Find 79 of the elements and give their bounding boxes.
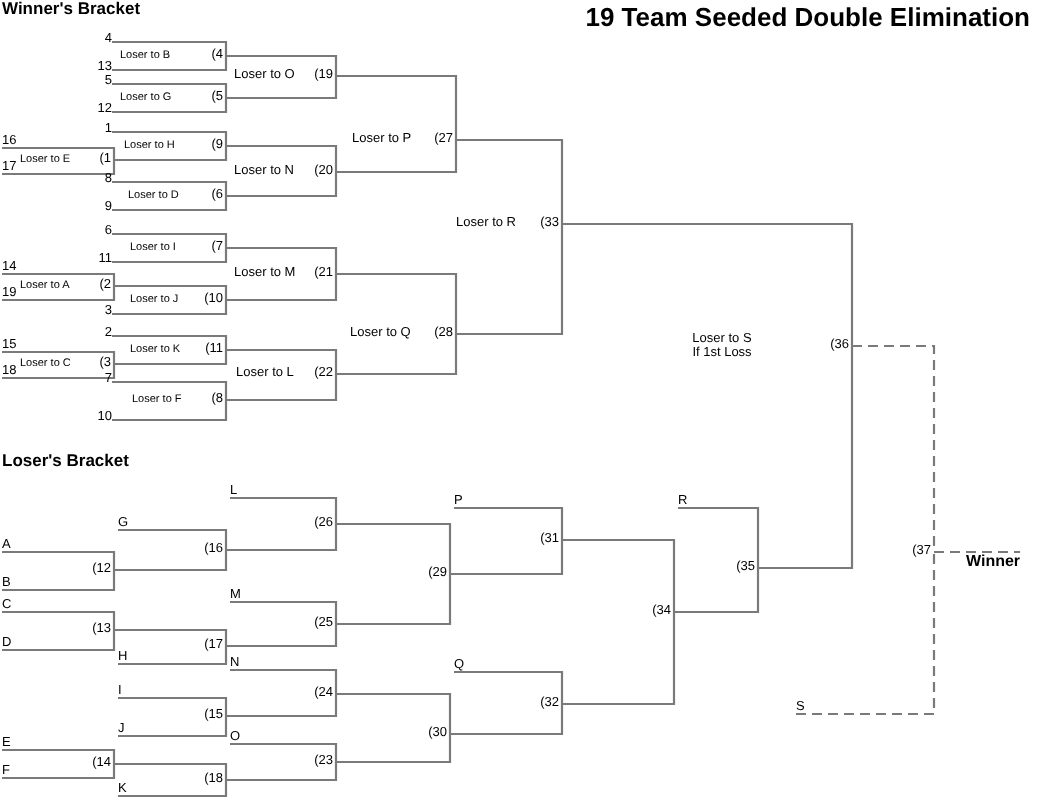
bracket-line [112, 248, 228, 264]
bracket-line [2, 570, 116, 592]
diagram-title: 19 Team Seeded Double Elimination [585, 4, 1030, 34]
bracket-line [226, 624, 338, 648]
winner-label: Winner [966, 552, 1021, 571]
bracket-line [336, 734, 452, 764]
bracket-line [674, 568, 760, 614]
bracket-line [456, 224, 564, 336]
bracket-line [226, 76, 338, 100]
bracket-line [2, 550, 116, 570]
bracket-line [226, 54, 338, 76]
bracket-line [112, 40, 228, 56]
bracket-line [112, 130, 228, 146]
bracket-line [852, 344, 936, 552]
bracket-line [230, 668, 338, 694]
bracket-line [112, 380, 228, 400]
bracket-line [226, 144, 338, 172]
bracket-line [112, 400, 228, 422]
bracket-line [226, 374, 338, 402]
bracket-line [114, 146, 228, 162]
bracket-line [934, 550, 1021, 554]
bracket-line [450, 540, 564, 576]
bracket-line [678, 506, 760, 568]
bracket-line [112, 232, 228, 248]
bracket-line [118, 780, 228, 798]
bracket-line [758, 346, 854, 570]
bracket-line [450, 704, 564, 736]
bracket-line [112, 196, 228, 212]
bracket-line [230, 742, 338, 762]
bracket-line [112, 82, 228, 98]
bracket-line [456, 138, 564, 224]
bracket-line [336, 272, 458, 334]
bracket-line [454, 670, 564, 704]
bracket-line [114, 628, 228, 646]
bracket-line [562, 538, 676, 612]
bracket-line [336, 692, 452, 734]
bracket-line [2, 160, 116, 176]
bracket-line [226, 762, 338, 782]
bracket-line [114, 550, 228, 572]
bracket-line [226, 246, 338, 274]
bracket-line [118, 696, 228, 716]
bracket-line [112, 300, 228, 316]
bracket-line [226, 172, 338, 198]
bracket-line [2, 286, 116, 302]
section-heading: Winner's Bracket [2, 0, 141, 20]
bracket-line [226, 694, 338, 718]
bracket-line [2, 630, 116, 652]
bracket-line [2, 350, 116, 364]
bracket-line [336, 74, 458, 140]
bracket-line [2, 272, 116, 286]
bracket-line [562, 222, 854, 346]
bracket-line [118, 646, 228, 666]
bracket-line [112, 334, 228, 350]
bracket-line [2, 748, 116, 764]
bracket-line [112, 98, 228, 114]
bracket-line [118, 528, 228, 550]
bracket-line [2, 764, 116, 780]
section-heading: Loser's Bracket [2, 452, 129, 472]
bracket-line [114, 762, 228, 780]
bracket-line [336, 334, 458, 376]
bracket-line [562, 612, 676, 706]
bracket-line [336, 140, 458, 174]
bracket-line [226, 274, 338, 302]
bracket-line [2, 364, 116, 380]
bracket-line [230, 496, 338, 524]
bracket-line [114, 284, 228, 300]
bracket-line [118, 716, 228, 738]
bracket-line [454, 506, 564, 540]
bracket-line [230, 600, 338, 624]
bracket-line [796, 552, 936, 716]
bracket-line [226, 348, 338, 374]
bracket-line [336, 522, 452, 574]
bracket-line [2, 146, 116, 160]
bracket-line [226, 524, 338, 552]
bracket-line [336, 574, 452, 626]
bracket-line [114, 350, 228, 366]
bracket-line [2, 610, 116, 630]
bracket-line [112, 180, 228, 196]
bracket-line [112, 56, 228, 72]
